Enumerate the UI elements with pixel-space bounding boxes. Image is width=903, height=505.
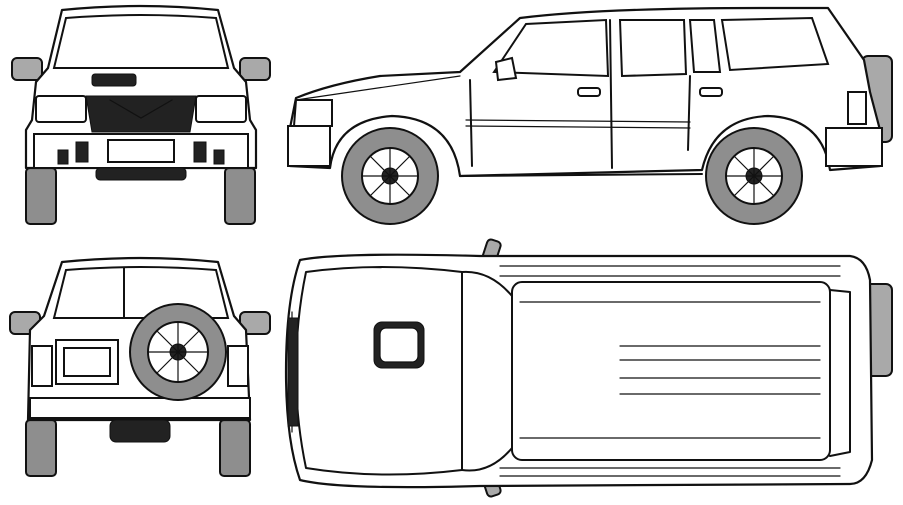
side-mirror	[494, 56, 518, 82]
front-right-headlight	[195, 95, 247, 123]
side-front-window	[492, 18, 610, 78]
rear-left-taillight	[31, 345, 53, 387]
front-plate	[107, 139, 175, 163]
rear-view	[9, 256, 271, 477]
side-taillight	[847, 91, 867, 125]
side-view	[287, 6, 893, 225]
top-windshield	[461, 270, 513, 472]
front-view	[11, 4, 271, 225]
top-view	[284, 238, 893, 498]
side-pillar-window	[688, 19, 722, 73]
top-roof	[511, 281, 831, 461]
side-rear-door-window	[618, 19, 688, 78]
front-left-tire	[25, 167, 57, 225]
rear-left-tire	[25, 419, 57, 477]
front-grille	[85, 95, 197, 133]
front-right-mirror	[239, 57, 271, 81]
rear-right-taillight	[227, 345, 249, 387]
front-right-tire	[224, 167, 256, 225]
front-hood-scoop	[91, 73, 137, 87]
rear-underbody	[109, 419, 171, 443]
front-windshield	[52, 14, 230, 69]
side-quarter-window	[720, 16, 830, 72]
front-left-headlight	[35, 95, 87, 123]
front-left-mirror	[11, 57, 43, 81]
side-headlight	[292, 99, 333, 127]
rear-bumper	[29, 397, 251, 419]
front-underbody	[95, 167, 187, 181]
rear-right-tire	[219, 419, 251, 477]
